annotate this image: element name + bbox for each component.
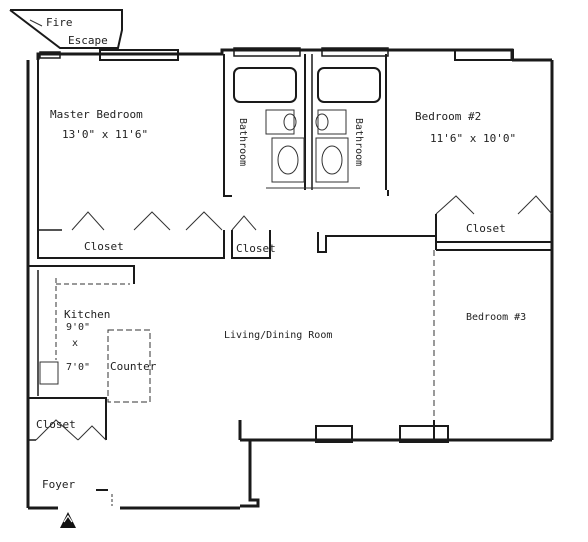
kitchen-x: x <box>72 338 78 349</box>
living-dining-label: Living/Dining Room <box>224 330 332 341</box>
closet-master-label: Closet <box>84 240 124 253</box>
interior-walls <box>28 232 552 506</box>
closet-hall-label: Closet <box>236 242 276 255</box>
master-bedroom-label: Master Bedroom <box>50 108 143 121</box>
foyer-label: Foyer <box>42 478 75 491</box>
kitchen-dim1: 9'0" <box>66 322 90 333</box>
outer-walls <box>26 48 554 510</box>
bathroom-left-label: Bathroom <box>237 118 248 166</box>
bathroom-right-label: Bathroom <box>353 118 364 166</box>
kitchen-dim2: 7'0" <box>66 362 90 373</box>
bedroom2-label: Bedroom #2 <box>415 110 481 123</box>
kitchen-label: Kitchen <box>64 308 110 321</box>
counter-label: Counter <box>110 360 157 373</box>
closet-bedroom2-label: Closet <box>466 222 506 235</box>
closet-foyer-label: Closet <box>36 418 76 431</box>
fire-escape-label-2: Escape <box>68 34 108 47</box>
room-labels: Fire Escape Master Bedroom 13'0" x 11'6"… <box>36 16 526 491</box>
fire-escape <box>9 9 123 49</box>
fire-escape-label: Fire <box>46 16 73 29</box>
bedroom2-dims: 11'6" x 10'0" <box>430 132 516 145</box>
bedroom3-label: Bedroom #3 <box>466 312 526 323</box>
master-bedroom-dims: 13'0" x 11'6" <box>62 128 148 141</box>
windows <box>39 47 514 443</box>
bathrooms <box>223 54 387 197</box>
entry-arrow-icon <box>60 512 76 528</box>
